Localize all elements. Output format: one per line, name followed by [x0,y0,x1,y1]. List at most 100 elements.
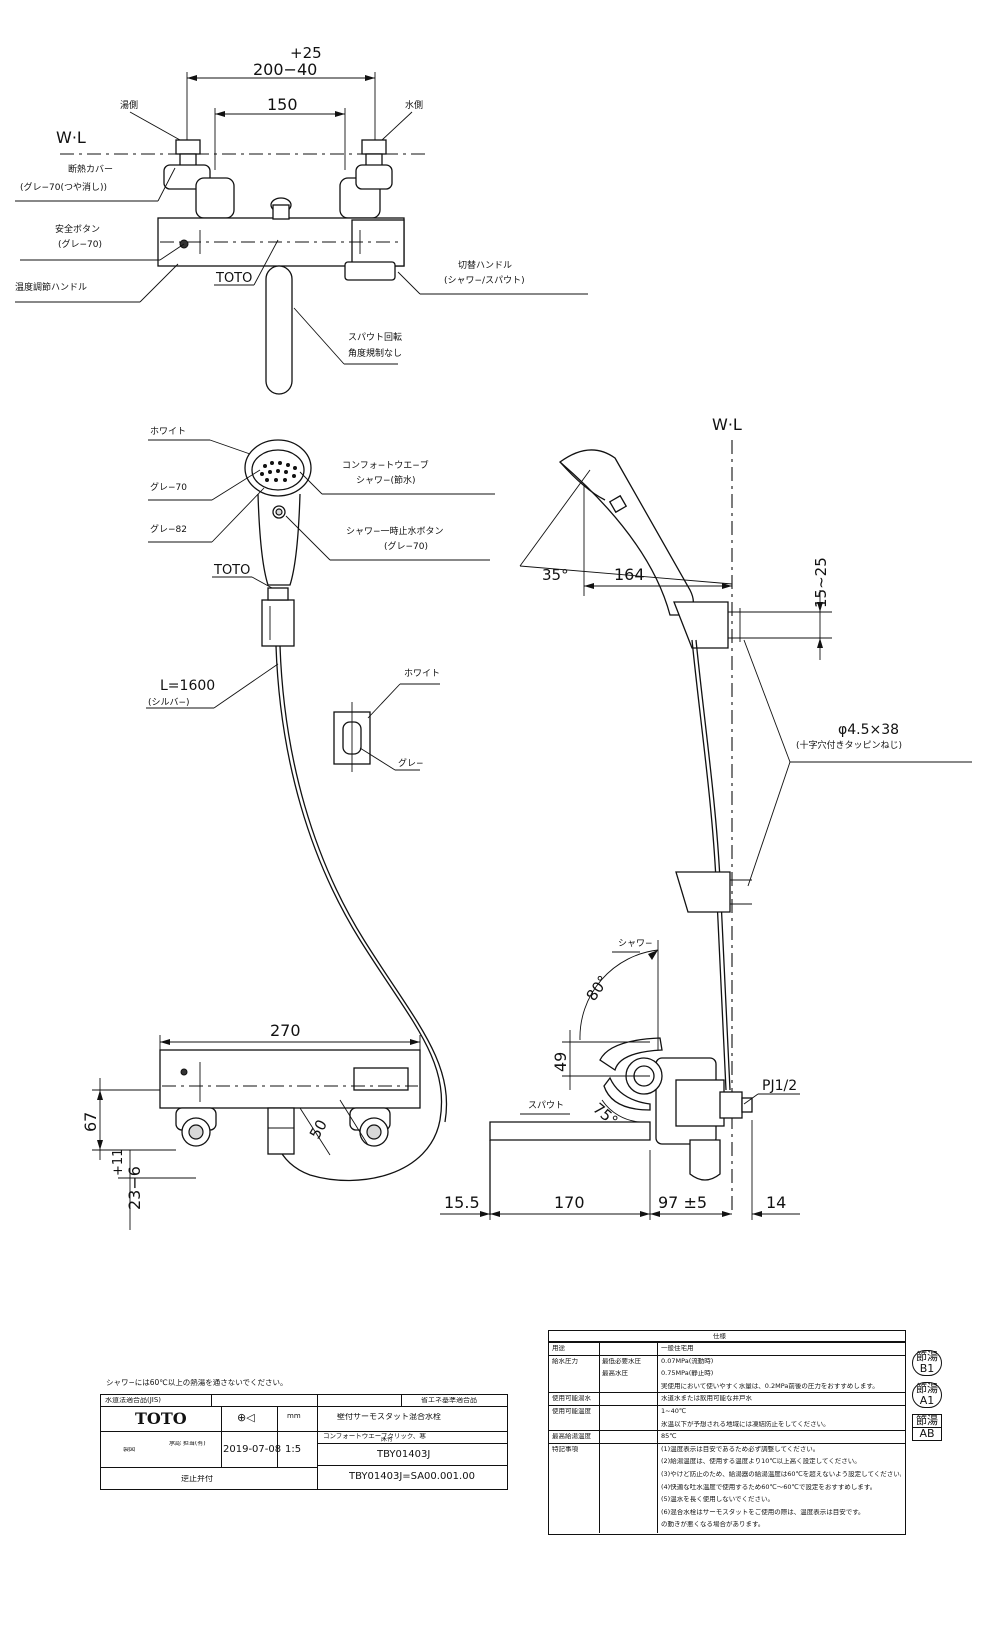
spec-cell-v: 85℃ [661,1433,677,1441]
company-logo: TOTO [135,1411,187,1427]
dim-164: 164 [614,565,645,584]
label-comfort-wave-sub: シャワ−(節水) [356,474,416,486]
label-stop-button: シャワ−一時止水ボタン [346,525,444,537]
badge-bottom-text: B1 [919,1362,935,1375]
title-block: 水道法適合品(JIS) 省エネ基準適合品 TOTO ⊕◁ mm 製図 承認 担当… [100,1394,508,1490]
unit-label: mm [287,1413,301,1420]
holder-white: ホワイト [404,668,440,679]
product-name: 壁付サーモスタット混合水栓 [337,1413,441,1421]
date-value: 2019-07-08 [223,1445,282,1455]
product-sub: コンフォートウエーブクリック、寒 [323,1433,426,1440]
dim-pitch: 200−40 [253,60,317,79]
dim-170: 170 [554,1193,585,1212]
badge-top-text: 節湯 [913,1415,941,1428]
spec-cell-v: (2)給湯温度は、使用する温度より10℃以上高く設定してください。 [661,1458,861,1466]
drawing-number: TBY01403J=SA00.001.00 [349,1472,475,1482]
approve-label: 承認 担当(有) [169,1441,206,1447]
product-sub2: 床付 [381,1437,394,1443]
safety-label: 安全ボタン [55,223,100,235]
side-view: W·L 35° 164 15~25 φ4.5× [440,415,972,1220]
plan-label: 製図 [123,1447,136,1453]
spec-cell-v: (6)混合水栓はサーモスタットをご使用の際は、温度表示は目安です。 [661,1508,865,1516]
spec-cell-v: 氷温以下が予想される地域には凍結防止をしてください。 [661,1420,830,1428]
note-hot-water: シャワ−には60℃以上の熱湯を通さないでください。 [106,1379,288,1387]
dim-offset: +11 [111,1149,126,1176]
eco-label: 省エネ基準適合品 [421,1397,477,1404]
spec-cell-v: 1~40℃ [661,1408,687,1415]
spec-cell-k: 使用可能温度 [552,1408,591,1415]
cold-side-label: 水側 [405,99,423,111]
spec-cell-v: の動きが悪くなる場合があります。 [661,1521,765,1529]
top-view: +25 200−40 150 W·L 湯側 水側 [15,44,588,395]
screw-sub: (十字穴付きタッピンねじ) [796,739,902,751]
spec-cell-v: 実使用において使いやすく水量は、0.2MPa前後の圧力をおすすめします。 [661,1382,879,1390]
dim-97: 97 ±5 [658,1193,707,1212]
cover-color: (グレ−70(つや消し)) [20,181,107,193]
remarks-label: 逆止弁付 [181,1475,213,1483]
badge-bottom-text: AB [919,1427,935,1440]
spec-table: 仕様 用途 一般住宅用給水圧力 最低必要水圧 0.07MPa(流動時) 最高水圧 0.75… [548,1330,906,1535]
screw-label: φ4.5×38 [838,722,899,738]
spec-cell-v: 0.75MPa(静止時) [661,1370,714,1378]
switch-handle-label: 切替ハンドル [458,259,512,271]
brand-mark-head: TOTO [213,563,250,578]
dim-67: 67 [81,1112,100,1132]
angle-80: 80° [583,972,613,1004]
spec-cell-v: (1)温度表示は目安であるため必ず調整してください。 [661,1445,820,1453]
cover-label: 断熱カバー [68,163,113,175]
shower-head-view: ホワイト グレ−70 グレ−82 コンフォ−トウエ−ブ シャワ−(節水) シャワ… [146,426,495,1182]
badge-top-text: 節湯 [916,1382,938,1395]
spout-rotation-label: スパウト回転 [348,332,402,343]
spec-cell-v: 水道水または飲用可能な井戸水 [661,1395,752,1403]
label-comfort-wave: コンフォ−トウエ−ブ [342,459,429,471]
spec-cell-k: 用途 [552,1345,565,1352]
label-gray82: グレ−82 [150,523,187,535]
spec-cell-k2: 最高水圧 [602,1370,628,1378]
switch-handle-sub: (シャワ−/スパウト) [444,275,525,286]
dim-15-25: 15~25 [812,557,830,608]
scale-value: 1:5 [285,1445,302,1455]
pj-label: PJ1/2 [762,1078,797,1094]
dim-offset2: 23−6 [125,1166,144,1210]
spec-cell-v: 一般住宅用 [661,1345,694,1352]
hose-color: (シルバ−) [148,697,190,708]
label-gray70: グレ−70 [150,481,187,493]
badge-bottom-text: A1 [919,1394,935,1407]
spec-cell-k: 最高給湯温度 [552,1433,591,1441]
dim-270: 270 [270,1021,301,1040]
spec-cell-v: (4)快適な吐水温度で使用するため60℃〜60℃で設定をおすすめします。 [661,1483,877,1491]
spec-title: 仕様 [713,1333,726,1340]
badge-top-text: 節湯 [916,1350,938,1363]
angle-35: 35° [542,566,569,584]
spec-cell-k: 給水圧力 [552,1357,578,1365]
dim-14: 14 [766,1193,786,1212]
projection-symbol-icon: ⊕◁ [237,1412,255,1423]
label-shower-side: シャワ− [618,939,653,949]
spec-cell-k2: 最低必要水圧 [602,1357,641,1365]
spec-cell-v: 0.07MPa(流動時) [661,1357,714,1365]
wl-label-side: W·L [712,415,742,434]
standard-label: 水道法適合品(JIS) [105,1397,162,1404]
hose-length: L=1600 [160,678,215,694]
label-white: ホワイト [150,426,186,437]
spec-cell-k: 使用可能湯水 [552,1395,591,1403]
label-spout-side: スパウト [528,1100,564,1111]
spec-cell-v: (5)温水を長く使用しないでください。 [661,1496,775,1504]
dim-150: 150 [267,95,298,114]
spec-cell-k: 特記事項 [552,1445,578,1453]
spout-rotation-sub: 角度規制なし [348,347,402,359]
safety-color: (グレ−70) [58,238,102,250]
model-number: TBY01403J [377,1450,431,1460]
dim-49: 49 [551,1052,570,1072]
temp-handle-label: 温度調節ハンドル [15,281,87,293]
wl-label-top: W·L [56,128,86,147]
dim-15-5: 15.5 [444,1193,480,1212]
spec-cell-v: (3)やけど防止のため、給湯器の給湯温度は60℃を超えないよう設定してください。 [661,1471,901,1478]
hot-side-label: 湯側 [120,99,138,111]
front-view: 270 67 +11 23−6 50 [81,1021,421,1230]
brand-mark-top: TOTO [215,271,252,286]
